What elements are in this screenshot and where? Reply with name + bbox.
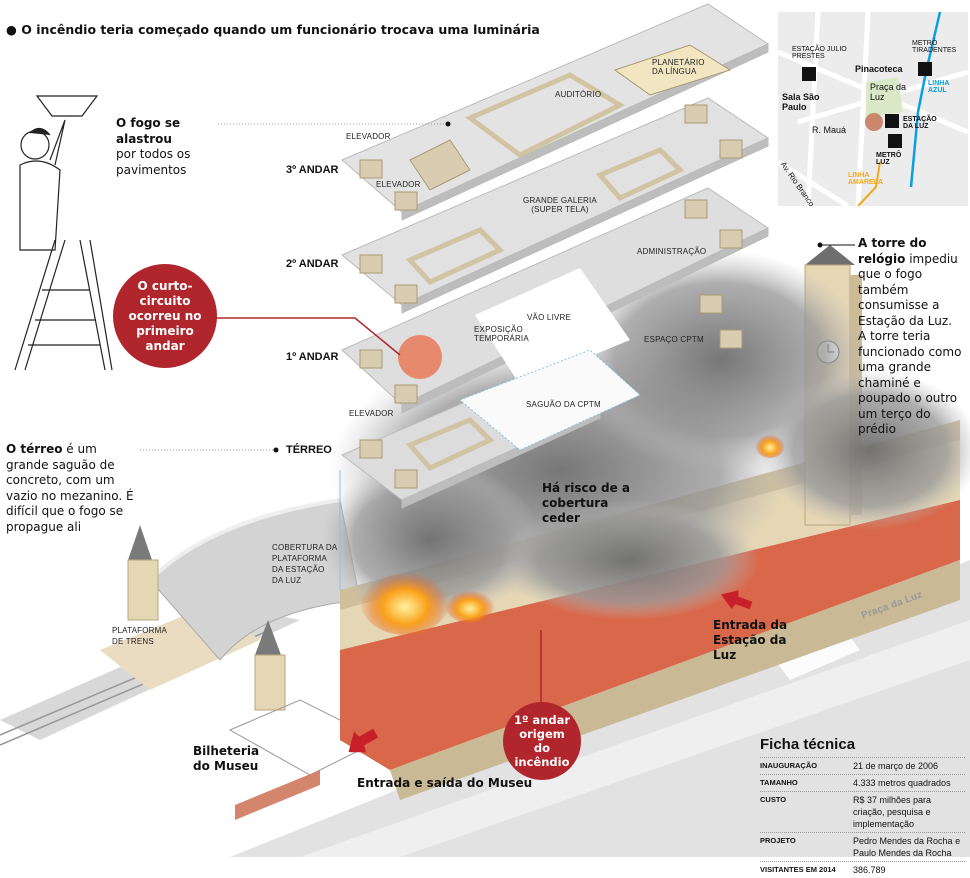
map-praca: Praça da Luz: [870, 82, 907, 102]
map-park: [866, 77, 903, 117]
label-cptm-space: ESPAÇO CPTM: [644, 335, 704, 344]
map-blue-line: [909, 12, 942, 188]
rooms: [359, 44, 743, 489]
map-yellow-line: [857, 161, 881, 206]
map-linha-amarela: LINHA AMARELA: [848, 172, 883, 186]
note-roof-collapse: Há risco de a cobertura ceder: [542, 481, 631, 525]
map-metro-luz: METRÔ LUZ: [876, 152, 902, 166]
bubble-origin-text: 1º andar origem do incêndio: [513, 713, 571, 769]
smoke: [320, 250, 970, 620]
map-estacao-luz: ESTAÇÃO DA LUZ: [903, 116, 937, 130]
map-tiradentes: METRÔ TIRADENTES: [912, 40, 957, 54]
map-maua: R. Mauá: [812, 125, 847, 135]
label-ticket-office: Bilheteria do Museu: [193, 744, 260, 773]
station-illustration: [0, 3, 970, 857]
floor-label-3: 3º ANDAR: [286, 164, 339, 176]
label-auditorium: AUDITÓRIO: [555, 90, 602, 99]
note-ground-rest: é um grande saguão de concreto, com um v…: [6, 442, 134, 534]
label-platform-roof: COBERTURA DA PLATAFORMA DA ESTAÇÃO DA LU…: [272, 543, 337, 585]
fact-row: VISITANTES EM 2014 386.789: [760, 861, 965, 878]
fact-row: TAMANHO 4.333 metros quadrados: [760, 774, 965, 791]
fire: [360, 432, 785, 635]
worker-on-ladder-drawing: [14, 95, 113, 371]
fact-value: 21 de março de 2006: [853, 761, 939, 771]
headline: ● O incêndio teria começado quando um fu…: [6, 22, 540, 37]
map-sala-sp: Sala São Paulo: [782, 92, 820, 112]
bubble-short-circuit: O curto-circuito ocorreu no primeiro and…: [113, 264, 217, 368]
label-planetarium: PLANETÁRIO DA LÍNGUA: [652, 58, 705, 76]
map-pinacoteca: Pinacoteca: [855, 64, 903, 74]
headline-text: O incêndio teria começado quando um func…: [21, 22, 540, 37]
floor-label-ground: TÉRREO: [286, 444, 332, 456]
label-void: VÃO LIVRE: [527, 313, 572, 322]
location-map: ESTAÇÃO JULIO PRESTES METRÔ TIRADENTES P…: [778, 12, 968, 206]
note-spread-rest: por todos os pavimentos: [116, 147, 191, 177]
museum-entrance-arrow-icon: [348, 728, 379, 753]
note-clock-tower: A torre do relógio impediu que o fogo ta…: [858, 236, 963, 438]
note-spread-bold: O fogo se alastrou: [116, 116, 181, 146]
bubble-origin: 1º andar origem do incêndio: [503, 702, 581, 780]
label-elevator-3a: ELEVADOR: [346, 132, 391, 141]
label-temp-exhibition: EXPOSIÇÃO TEMPORÁRIA: [474, 325, 529, 343]
fact-key: INAUGURAÇÃO: [760, 761, 818, 770]
fact-value: R$ 37 milhões para criação, pesquisa e i…: [853, 795, 932, 829]
train-station-icon: [802, 67, 816, 81]
note-fire-spread: O fogo se alastrou por todos os paviment…: [116, 116, 226, 178]
fact-key: CUSTO: [760, 795, 787, 804]
fact-row: PROJETO Pedro Mendes da Rocha e Paulo Men…: [760, 832, 965, 861]
label-cptm-lobby: SAGUÃO DA CPTM: [526, 400, 601, 409]
floor-label-2: 2º ANDAR: [286, 258, 339, 270]
map-marker: [865, 113, 883, 131]
museum-wall: [235, 770, 320, 820]
fact-key: VISITANTES EM 2014: [760, 865, 836, 874]
metro-station-icon: [888, 134, 902, 148]
fact-key: PROJETO: [760, 836, 796, 845]
map-streets: [778, 12, 968, 206]
label-train-platform: PLATAFORMA DE TRENS: [112, 626, 167, 646]
label-museum-entrance: Entrada e saída do Museu: [357, 776, 533, 790]
train-station-icon: [885, 114, 899, 128]
cptm-lobby: [459, 349, 641, 451]
note-tower-bold: A torre do relógio: [858, 236, 927, 266]
bullet-icon: ●: [6, 22, 17, 37]
fact-value: Pedro Mendes da Rocha e Paulo Mendes da …: [853, 836, 961, 858]
label-elevator-3b: ELEVADOR: [376, 180, 421, 189]
fact-sheet: Ficha técnica INAUGURAÇÃO 21 de março de …: [760, 736, 965, 878]
fact-sheet-title: Ficha técnica: [760, 736, 856, 753]
map-julio-prestes: ESTAÇÃO JULIO PRESTES: [792, 46, 847, 60]
leader-lines: [140, 121, 855, 710]
label-gallery: GRANDE GALERIA (SUPER TELA): [523, 196, 597, 214]
fact-value: 386.789: [853, 865, 886, 875]
label-administration: ADMINISTRAÇÃO: [637, 247, 707, 256]
station-entrance-arrow-icon: [720, 590, 753, 610]
fact-row: CUSTO R$ 37 milhões para criação, pesquis…: [760, 791, 965, 832]
fire-origin-marker: [398, 335, 442, 379]
fact-value: 4.333 metros quadrados: [853, 778, 951, 788]
fact-key: TAMANHO: [760, 778, 798, 787]
platform-roof: [127, 498, 361, 711]
note-tower-rest: impediu que o fogo também consumisse a E…: [858, 251, 962, 437]
label-elevator-ground: ELEVADOR: [349, 409, 394, 418]
metro-station-icon: [918, 62, 932, 76]
bubble-short-circuit-text: O curto-circuito ocorreu no primeiro and…: [128, 278, 202, 353]
note-ground-bold: O térreo: [6, 442, 63, 456]
label-station-entrance: Entrada da Estação da Luz: [713, 618, 788, 662]
note-ground-floor: O térreo é um grande saguão de concreto,…: [6, 442, 141, 535]
fact-row: INAUGURAÇÃO 21 de março de 2006: [760, 757, 965, 774]
map-linha-azul: LINHA AZUL: [928, 80, 950, 94]
floor-label-1: 1º ANDAR: [286, 351, 339, 363]
